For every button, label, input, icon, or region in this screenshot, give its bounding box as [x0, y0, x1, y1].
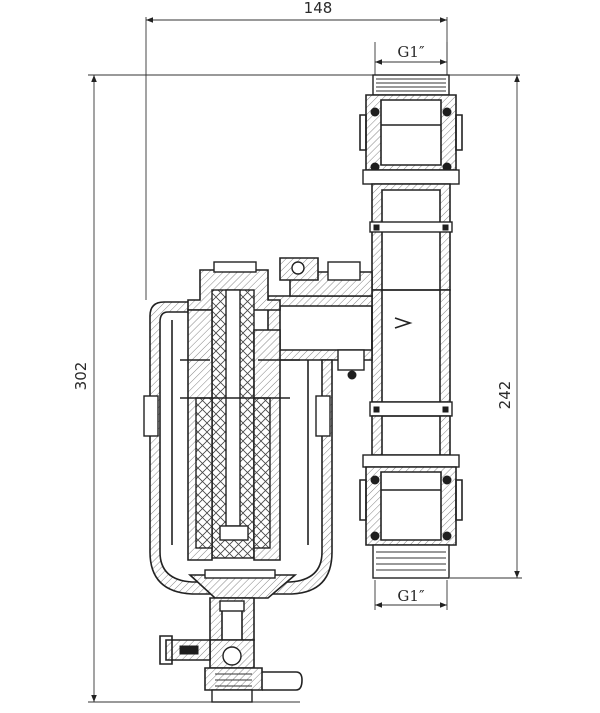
dimension-bottom-thread: G1″: [374, 580, 448, 610]
top-thread-label: G1″: [397, 43, 425, 61]
overall-width-label: 148: [304, 0, 333, 17]
bottom-thread-label: G1″: [397, 587, 425, 605]
drain-valve-assembly: [159, 597, 303, 703]
dimension-top-thread: G1″: [374, 42, 448, 75]
side-branch-connection: [267, 257, 413, 380]
vertical-pipe-assembly: [359, 74, 463, 579]
dimension-connection-spacing: 242: [450, 75, 522, 579]
dimension-overall-width: 148: [145, 0, 448, 300]
connection-spacing-label: 242: [496, 381, 514, 410]
separator-housing: [143, 261, 333, 599]
overall-height-label: 302: [72, 362, 90, 391]
